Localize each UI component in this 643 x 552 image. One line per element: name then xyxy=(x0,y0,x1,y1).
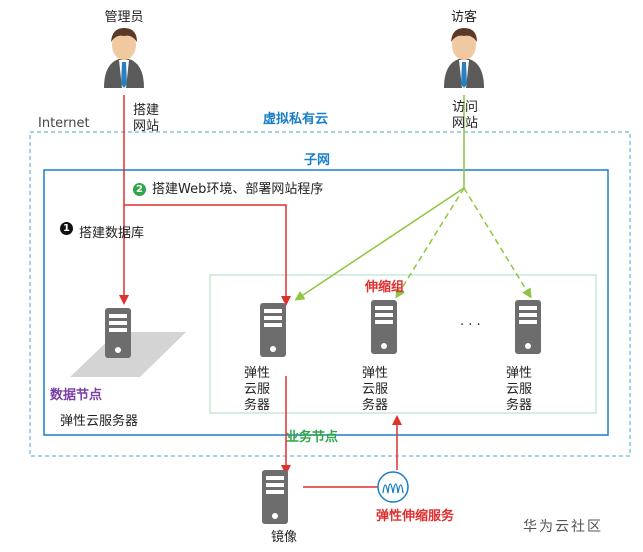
scaling-group-frame xyxy=(209,274,597,414)
visitor-label: 访客 xyxy=(450,10,477,25)
step-2-badge: 2 xyxy=(133,183,146,196)
vpc-label: 虚拟私有云 xyxy=(263,112,329,127)
step-2-text: 搭建Web环境、部署网站程序 xyxy=(152,182,324,197)
ecs-server-1-icon xyxy=(260,303,286,357)
ecs-3-label: 弹性 云服 务器 xyxy=(506,366,533,413)
arrow-admin-to-ecs xyxy=(124,204,291,306)
ecs-server-2-icon xyxy=(371,300,397,354)
auto-scaling-service-label: 弹性伸缩服务 xyxy=(376,509,455,524)
image-server-icon xyxy=(262,470,288,524)
business-node-label: 业务节点 xyxy=(286,430,339,445)
db-server-icon xyxy=(105,308,131,358)
admin-build-site-label: 搭建 网站 xyxy=(133,103,160,134)
ecs-server-3-icon xyxy=(515,300,541,354)
auto-scaling-icon xyxy=(377,471,409,503)
db-server-label: 弹性云服务器 xyxy=(60,414,139,429)
admin-label: 管理员 xyxy=(104,10,144,25)
subnet-frame xyxy=(43,169,609,436)
more-servers-ellipsis: · · · xyxy=(460,318,481,333)
data-node-label: 数据节点 xyxy=(50,388,103,403)
internet-label: Internet xyxy=(38,116,90,131)
subnet-label: 子网 xyxy=(304,153,331,168)
visitor-avatar-icon xyxy=(444,28,484,88)
arrow-visitor-to-ecs1 xyxy=(294,187,465,301)
scaling-group-label: 伸缩组 xyxy=(365,280,405,295)
ecs-1-label: 弹性 云服 务器 xyxy=(244,366,271,413)
step-1-badge: 1 xyxy=(60,222,73,235)
watermark: 华为云社区 xyxy=(523,519,603,535)
step-1-text: 搭建数据库 xyxy=(79,226,145,241)
arrow-visitor-to-ecs3 xyxy=(463,187,532,299)
visitor-visit-site-label: 访问 网站 xyxy=(452,100,479,131)
arrow-visitor-to-ecs2 xyxy=(395,187,465,299)
vpc-frame xyxy=(29,131,631,457)
admin-avatar-icon xyxy=(104,28,144,88)
ecs-2-label: 弹性 云服 务器 xyxy=(362,366,389,413)
image-label: 镜像 xyxy=(271,530,298,545)
